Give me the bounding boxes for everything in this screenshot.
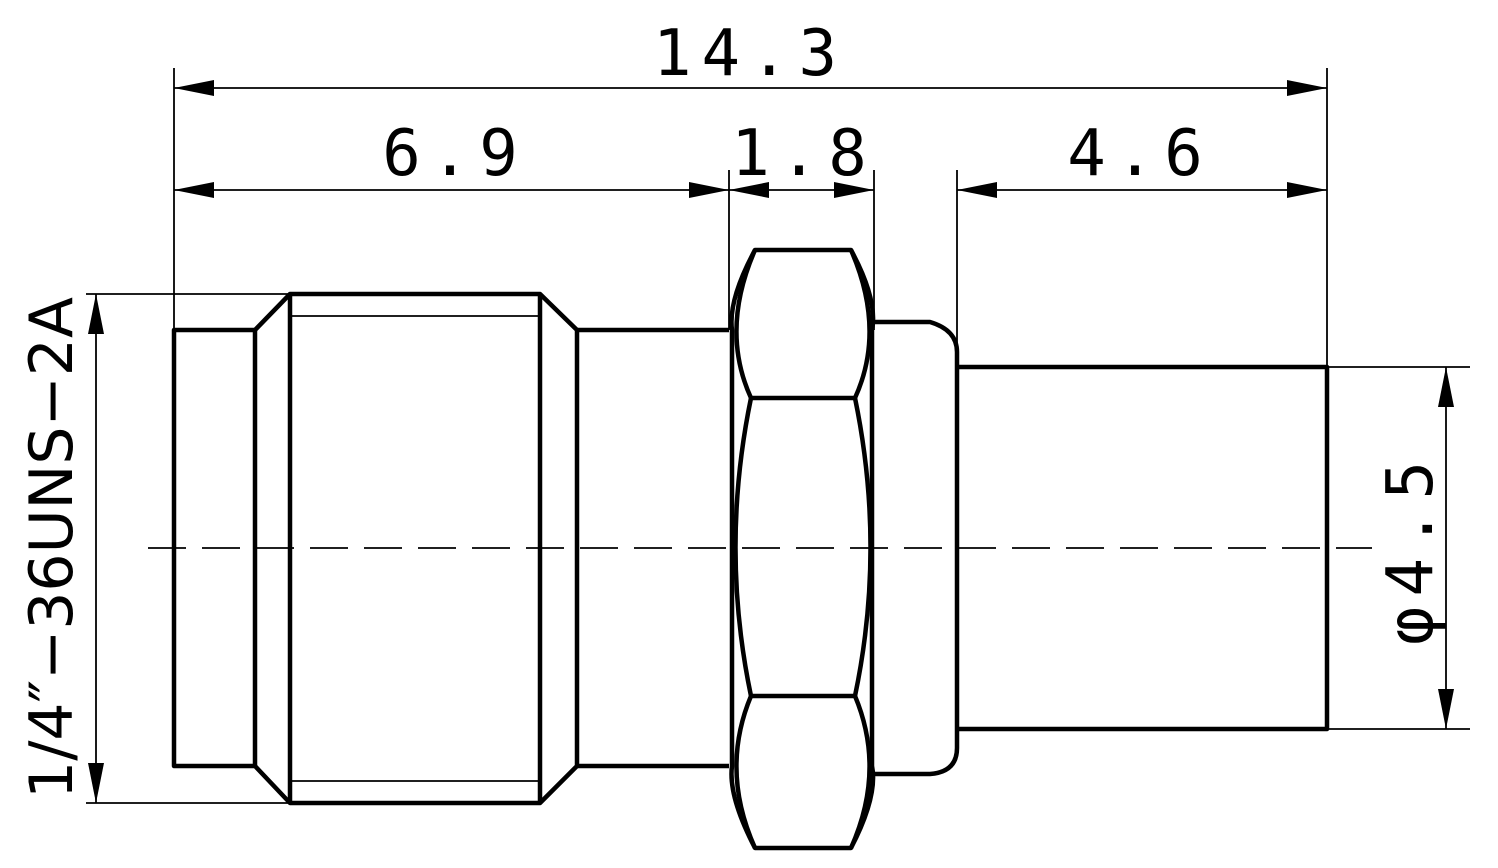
hex-nut [729,247,876,851]
shoulder [874,319,960,777]
connector-body [171,247,1330,851]
dimension-front: 6.9 [174,117,729,198]
dimension-overall: 14.3 [174,17,1327,96]
dim-label-nut: 1.8 [731,117,877,191]
threaded-section [253,291,580,806]
dim-label-front: 6.9 [382,117,528,191]
dimension-diameter: φ4.5 [1374,367,1454,729]
dim-label-diameter: φ4.5 [1374,451,1448,645]
dim-label-overall: 14.3 [653,17,847,91]
dim-label-rear: 4.6 [1067,117,1213,191]
dimension-rear: 4.6 [957,117,1327,198]
extension-lines [86,68,1470,804]
dimension-nut: 1.8 [729,117,877,198]
rear-cylinder [957,364,1330,732]
dim-label-thread: 1/4″−36UNS−2A [17,297,87,799]
dimension-thread: 1/4″−36UNS−2A [17,294,104,803]
neck [577,327,729,769]
